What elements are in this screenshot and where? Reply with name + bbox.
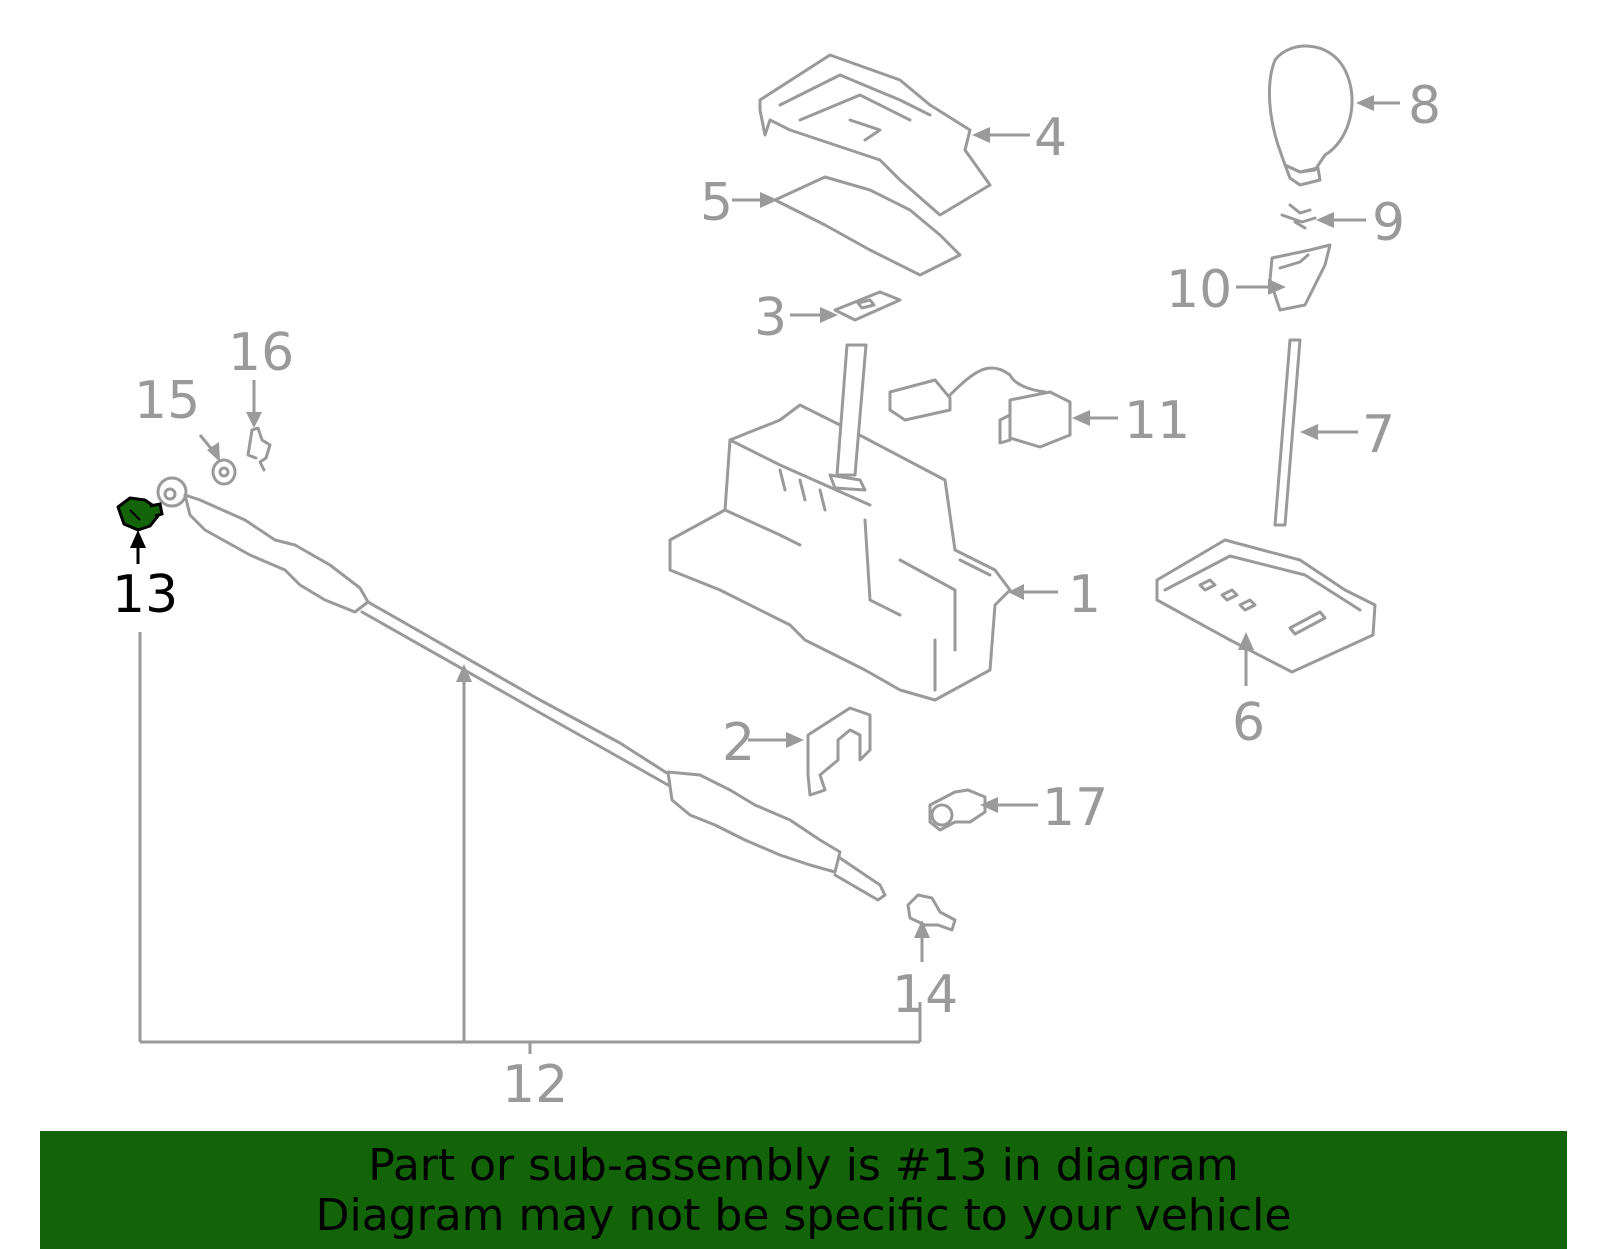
callout-7: 7	[1362, 405, 1395, 465]
callout-3: 3	[754, 288, 787, 348]
part-6-indicator-plate[interactable]	[1155, 538, 1377, 674]
callout-5: 5	[700, 173, 733, 233]
part-14-nut[interactable]	[906, 893, 957, 932]
callout-2: 2	[722, 713, 755, 773]
part-1-shifter-housing[interactable]	[668, 343, 1012, 702]
callout-11: 11	[1124, 391, 1190, 451]
part-3-plate[interactable]	[833, 290, 902, 322]
part-7-rod[interactable]	[1273, 338, 1302, 527]
callout-14: 14	[892, 965, 958, 1025]
callout-1: 1	[1068, 565, 1101, 625]
part-4-console-cover[interactable]	[758, 53, 992, 217]
callout-labels: 1 2 3 4 5 6 7 8 9 10 11 12 13 14 15 16 1…	[112, 76, 1441, 1115]
part-8-shift-knob[interactable]	[1267, 44, 1354, 187]
part-9-clip[interactable]	[1280, 203, 1317, 230]
callout-17: 17	[1042, 778, 1108, 838]
callout-10: 10	[1166, 260, 1232, 320]
callout-12: 12	[502, 1055, 568, 1115]
part-12-shift-cable[interactable]	[156, 476, 887, 902]
part-11-solenoid[interactable]	[888, 366, 1072, 449]
callout-15: 15	[134, 371, 200, 431]
callout-16: 16	[228, 323, 294, 383]
callout-6: 6	[1232, 693, 1265, 753]
part-13-highlighted[interactable]	[116, 496, 164, 532]
callout-4: 4	[1034, 108, 1067, 168]
banner-part-number-text: Part or sub-assembly is #13 in diagram	[368, 1140, 1239, 1191]
part-2-bracket[interactable]	[806, 706, 872, 797]
part-16-clip[interactable]	[246, 426, 272, 472]
callout-8: 8	[1408, 76, 1441, 136]
info-banner: Part or sub-assembly is #13 in diagram D…	[40, 1131, 1567, 1249]
banner-disclaimer-text: Diagram may not be specific to your vehi…	[315, 1190, 1292, 1241]
part-5-trim-panel[interactable]	[773, 175, 962, 277]
part-17-bolt[interactable]	[928, 788, 987, 832]
part-10-boot[interactable]	[1268, 243, 1332, 312]
callout-13: 13	[112, 565, 178, 625]
callout-9: 9	[1372, 193, 1405, 253]
part-15-washer[interactable]	[211, 458, 237, 486]
leaders	[130, 95, 1400, 1054]
